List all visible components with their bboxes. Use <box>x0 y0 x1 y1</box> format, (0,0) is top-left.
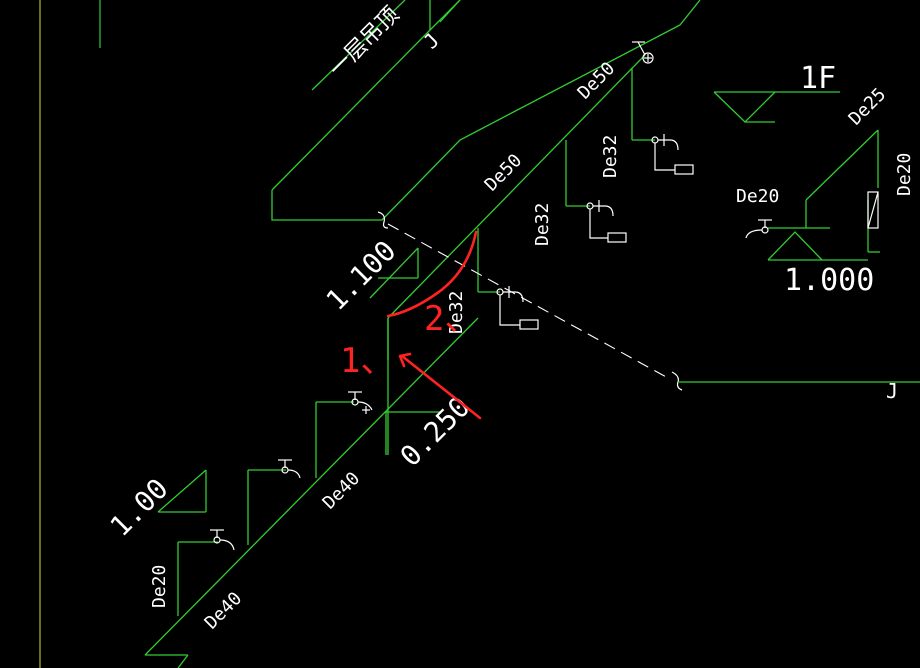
floor-label: 1F <box>800 61 836 96</box>
right-branch-de25 <box>768 129 880 253</box>
pipe-label-de40-a: De40 <box>319 468 365 514</box>
pipe-label-de25: De25 <box>845 84 891 130</box>
pipe-label-de40-b: De40 <box>201 588 247 634</box>
pipe-label-de32-c: De32 <box>446 291 467 334</box>
elev-label-1000: 1.000 <box>784 263 874 298</box>
faucet-lower-1 <box>348 391 373 414</box>
fixture-faucet-1 <box>651 134 694 175</box>
elev-label-1100: 1.100 <box>320 234 403 317</box>
main-pipe-de40 <box>144 317 479 668</box>
elevation-marker-1000 <box>767 231 868 261</box>
pipe-label-de50-b: De50 <box>481 150 527 196</box>
markup-label-2: 2、 <box>424 299 478 339</box>
markup-label-1: 1、 <box>340 341 394 381</box>
pipe-label-de32-b: De32 <box>532 203 553 246</box>
floor-elevation-marker <box>713 91 840 123</box>
riser-j-top: J <box>419 28 444 53</box>
break-mark-right <box>671 371 683 391</box>
end-valve-icon <box>632 41 654 64</box>
faucet-de20-right <box>745 219 772 239</box>
riser-j-right: J <box>886 379 898 403</box>
faucet-lower-2 <box>278 459 301 479</box>
break-mark-left <box>377 211 389 229</box>
vertical-fixture-icon <box>867 191 879 229</box>
fixture-faucet-2 <box>586 200 627 243</box>
red-arc-mark <box>386 230 478 318</box>
pipe-label-de20-a: De20 <box>736 186 779 207</box>
pipe-label-de50-a: De50 <box>574 58 620 104</box>
ceiling-label: 一层吊顶 <box>325 2 405 82</box>
red-arrow-shaft <box>400 354 482 420</box>
faucet-lower-3 <box>210 529 235 551</box>
fixture-faucet-3 <box>496 286 539 330</box>
dashed-connector <box>387 223 669 379</box>
pipe-label-de20-b: De20 <box>894 153 915 196</box>
pipe-label-de20-c: De20 <box>149 565 170 608</box>
red-arrow-head <box>398 352 412 368</box>
main-pipe-de50 <box>387 54 655 319</box>
ceiling-pipe <box>271 0 701 229</box>
red-markup <box>386 230 482 420</box>
pipe-label-de32-a: De32 <box>600 135 621 178</box>
elev-label-0250: 0.250 <box>394 390 477 473</box>
